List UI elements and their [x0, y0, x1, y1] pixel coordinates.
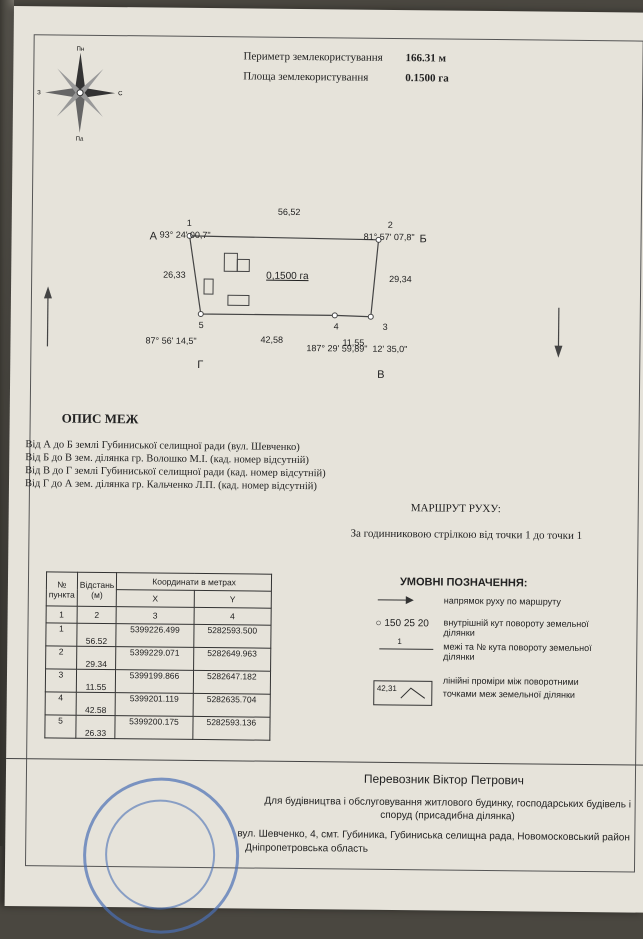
vertex-5: 5: [199, 320, 204, 330]
legend-angle-example: ○ 150 25 20: [375, 618, 428, 630]
legend-angle-text: внутрішній кут повороту земельної ділянк…: [443, 618, 613, 640]
top-length: 56,52: [278, 207, 301, 217]
table-row: 4 42.58 5399201.119 5282635.704: [45, 692, 270, 717]
legend-route-dir: напрямок руху по маршруту: [444, 596, 561, 607]
th-coords: Координати в метрах: [117, 573, 272, 592]
perimeter-value: 166.31 м: [405, 52, 446, 64]
table-row: 1 56.52 5399226.499 5282593.500: [46, 623, 271, 648]
area-label: Площа землекористування: [243, 70, 368, 83]
document-sheet: Периметр землекористування 166.31 м Площ…: [5, 6, 643, 913]
th-num: № пункта: [46, 572, 77, 606]
idx-2: 2: [77, 606, 117, 623]
angle-3: 12' 35,0": [372, 344, 407, 354]
compass-south: Пд: [76, 137, 84, 142]
angle-1: 93° 24' 00,7": [160, 230, 211, 241]
route-title: МАРШРУТ РУХУ:: [411, 502, 501, 515]
table-row: 2 29.34 5399229.071 5282649.963: [46, 646, 271, 671]
compass-east: С: [118, 91, 123, 97]
vertex-2: 2: [388, 220, 393, 230]
angle-5: 87° 56' 14,5": [145, 335, 196, 346]
idx-3: 3: [116, 607, 194, 625]
left-length: 26,33: [163, 270, 186, 280]
building-3: [204, 279, 213, 294]
th-dist: Відстань (м): [77, 572, 117, 606]
th-y: Y: [194, 590, 272, 608]
coordinates-table: № пункта Відстань (м) Координати в метра…: [44, 571, 272, 740]
legend-point-text: межі та № кута повороту земельної ділянк…: [443, 642, 603, 664]
point-a-label: А: [150, 230, 158, 242]
compass-west: З: [37, 90, 41, 96]
perimeter-label: Периметр землекористування: [243, 50, 382, 63]
legend-dim-text: лінійні проміри між поворотними точками …: [443, 675, 583, 702]
compass-rose-icon: Пн Пд С З: [35, 40, 126, 141]
vertex-1: 1: [187, 218, 192, 228]
plot-area: 0,1500 га: [266, 271, 309, 282]
right-length: 29,34: [389, 274, 412, 284]
angle-4: 187° 29' 59,89": [306, 343, 367, 354]
angle-2: 81° 57' 07,8": [364, 232, 415, 243]
table-row: 5 26.33 5399200.175 5282593.136: [45, 715, 270, 740]
point-b-label: Б: [420, 233, 427, 245]
area-value: 0.1500 га: [405, 72, 449, 84]
building-1: [224, 253, 237, 271]
idx-1: 1: [46, 606, 77, 623]
boundaries-title: ОПИС МЕЖ: [62, 411, 139, 428]
legend-dim-example: 42,31: [377, 684, 398, 693]
building-2: [237, 259, 249, 271]
land-purpose: Для будівництва і обслуговування житлово…: [257, 795, 637, 825]
owner-name: Перевозник Віктор Петрович: [364, 772, 524, 788]
vertex-3: 3: [383, 322, 388, 332]
idx-4: 4: [194, 607, 272, 625]
route-text: За годинниковою стрілкою від точки 1 до …: [350, 528, 582, 542]
table-row: 3 11.55 5399199.866 5282647.182: [45, 669, 270, 694]
th-x: X: [117, 590, 195, 608]
dimension-line-icon: 42,31: [373, 680, 433, 707]
boundaries-list: Від А до Б землі Губиниської селищної ра…: [25, 438, 326, 493]
route-direction-icon: [376, 594, 416, 606]
point-g-label: Г: [197, 359, 203, 371]
region: Дніпропетровська область: [245, 842, 368, 854]
circle-icon: ○: [375, 618, 384, 629]
stamp-seal-inner: [105, 799, 216, 910]
compass-north: Пн: [77, 47, 85, 53]
legend-title: УМОВНІ ПОЗНАЧЕННЯ:: [400, 576, 528, 589]
boundary-line-icon: [377, 644, 437, 655]
route-arrow-up: [47, 292, 48, 346]
vertex-4: 4: [334, 321, 339, 331]
land-plot-plan: А Б В Г 1 2 3 4 5 56,52 26,33 29,34 42,5…: [10, 196, 643, 403]
point-v-label: В: [377, 369, 384, 381]
bottom-length: 42,58: [260, 335, 283, 345]
building-4: [228, 295, 249, 305]
